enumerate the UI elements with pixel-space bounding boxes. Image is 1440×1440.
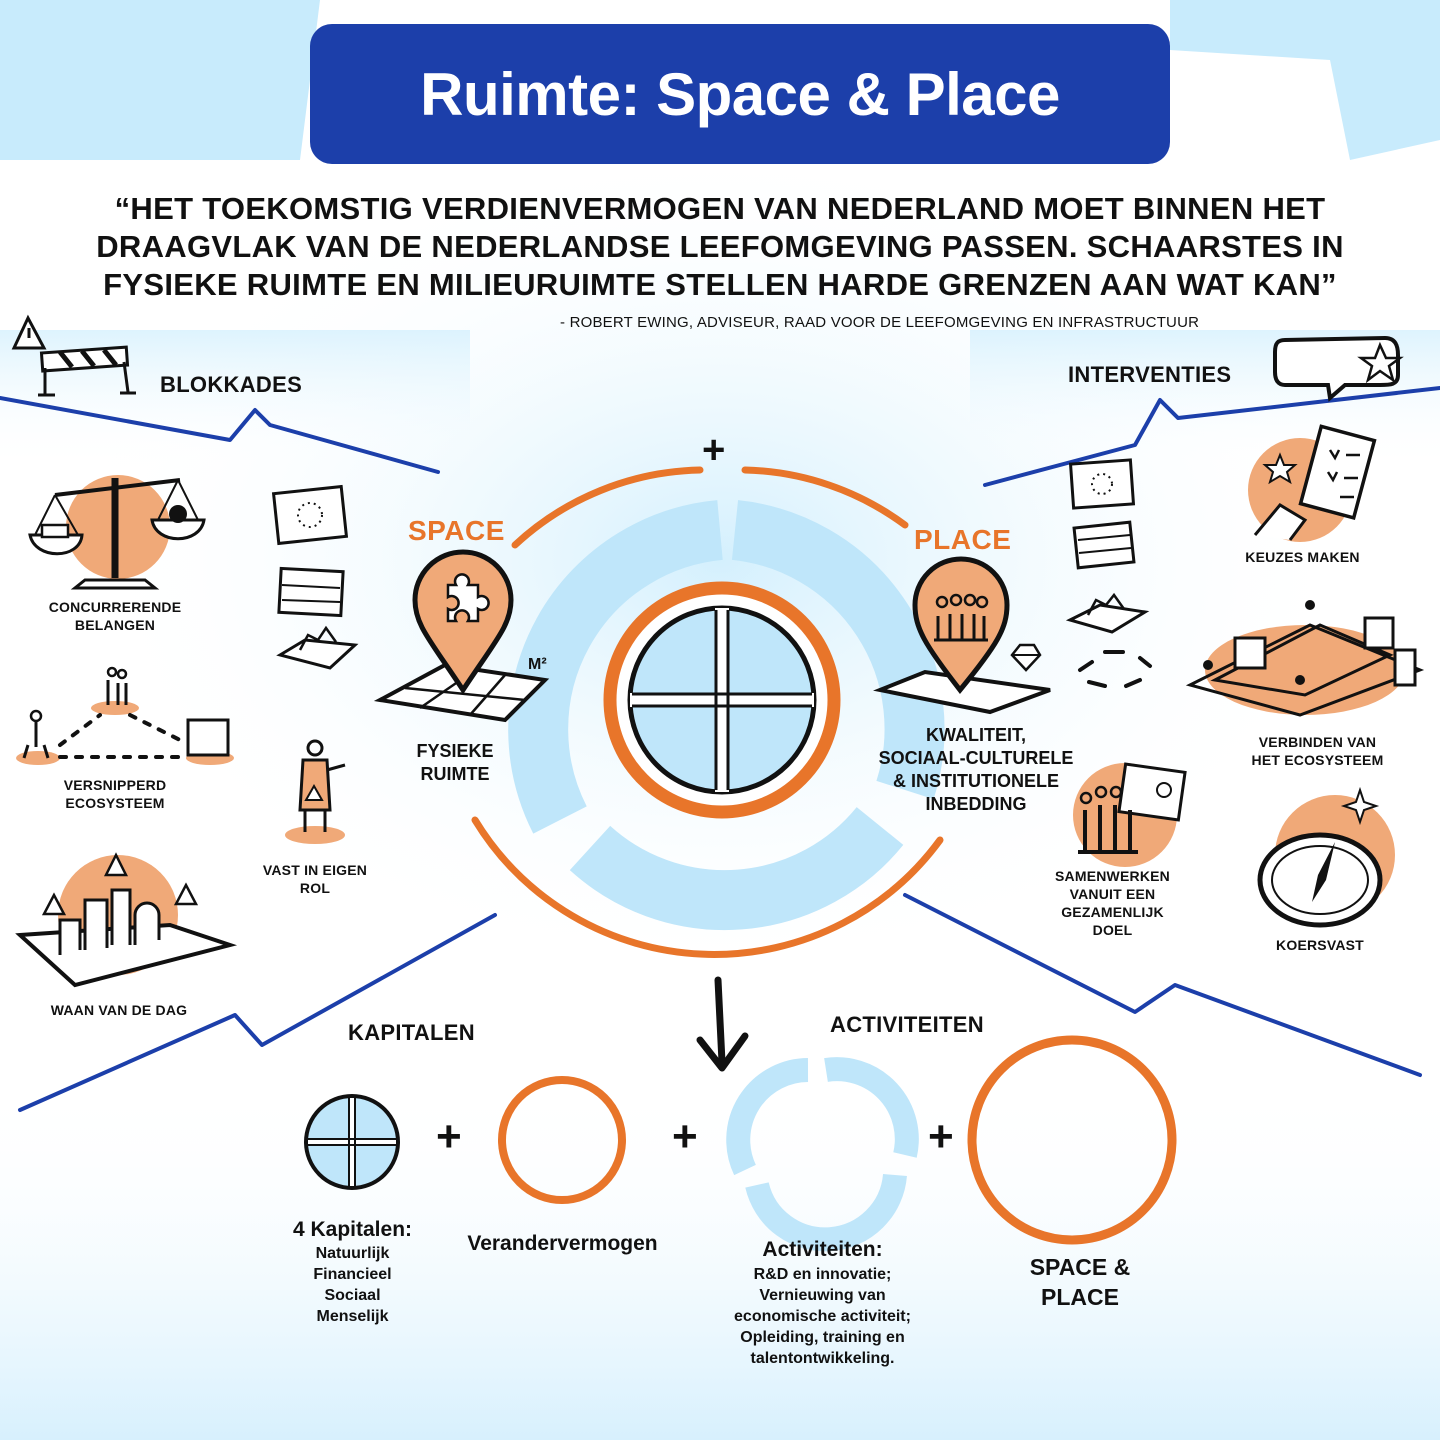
label-line: SOCIAAL-CULTURELE — [878, 748, 1074, 768]
zigzag-bottom-left — [18, 913, 497, 1112]
label-waan-van-de-dag: WAAN VAN DE DAG — [50, 1002, 188, 1018]
compass-icon — [1257, 786, 1395, 928]
title-banner: Ruimte: Space & Place — [310, 24, 1170, 164]
network-icon — [1185, 600, 1425, 717]
list-item: Opleiding, training en — [740, 1329, 905, 1346]
city-icon — [15, 852, 238, 988]
eu-flag-icon — [271, 484, 349, 546]
label-kwaliteit: KWALITEIT, SOCIAAL-CULTURELE & INSTITUTI… — [862, 724, 1090, 816]
label-concurrerende-belangen: CONCURRERENDE BELANGEN — [30, 598, 200, 634]
label-line: VERBINDEN VAN — [1258, 734, 1377, 750]
sky-shape-left — [0, 0, 320, 160]
label-space: SPACE — [408, 515, 505, 546]
down-arrow-icon — [696, 976, 749, 1072]
dashed-square-icon — [1078, 650, 1152, 688]
section-interventies: INTERVENTIES — [1068, 362, 1232, 387]
activiteiten-title: Activiteiten: — [762, 1238, 883, 1261]
label-m2: M² — [528, 656, 547, 673]
landscape-icon-right — [1065, 592, 1150, 634]
label-verbinden-ecosysteem: VERBINDEN VAN HET ECOSYSTEEM — [1230, 733, 1405, 769]
label-line: KWALITEIT, — [926, 725, 1026, 745]
page-title: Ruimte: Space & Place — [420, 60, 1060, 128]
plus-sign-2: + — [672, 1112, 698, 1161]
activiteiten-list: R&D en innovatie; Vernieuwing van econom… — [705, 1264, 940, 1369]
people-dots-icon — [16, 666, 234, 765]
list-item: Vernieuwing van — [759, 1287, 886, 1304]
label-line: VERSNIPPERD — [63, 777, 167, 793]
label-line: CONCURRERENDE — [48, 599, 182, 615]
label-line: ECOSYSTEEM — [65, 795, 165, 811]
kapitalen-window-icon — [304, 1094, 400, 1190]
kapitalen-title: 4 Kapitalen: — [292, 1218, 413, 1241]
activiteiten-ring — [726, 1057, 919, 1252]
verandervermogen-label: Verandervermogen — [467, 1232, 658, 1255]
list-item: talentontwikkeling. — [750, 1350, 895, 1367]
label-line: BELANGEN — [74, 617, 156, 633]
label-line: FYSIEKE — [416, 741, 494, 761]
eu-flag-icon-right — [1068, 458, 1136, 510]
list-item: economische activiteit; — [734, 1308, 911, 1325]
quote-line: FYSIEKE RUIMTE EN MILIEURUIMTE STELLEN H… — [103, 267, 1337, 302]
label-koersvast: KOERSVAST — [1276, 937, 1364, 953]
label-line: & INSTITUTIONELE — [893, 771, 1059, 791]
label-fysieke-ruimte: FYSIEKE RUIMTE — [390, 740, 520, 786]
space-place-label: SPACE & PLACE — [995, 1252, 1165, 1312]
zigzag-bottom-right — [903, 893, 1422, 1077]
list-item: Natuurlijk — [315, 1245, 390, 1262]
quote: “HET TOEKOMSTIG VERDIENVERMOGEN VAN NEDE… — [40, 190, 1400, 304]
label-line: INBEDDING — [925, 794, 1027, 814]
plus-sign-top: + — [702, 428, 726, 472]
quote-line: “HET TOEKOMSTIG VERDIENVERMOGEN VAN NEDE… — [114, 191, 1326, 226]
puzzle-pin-icon — [373, 549, 550, 723]
label-place: PLACE — [914, 524, 1012, 555]
barrier-icon — [11, 314, 136, 397]
zigzag-top-left — [0, 396, 440, 474]
label-line: RUIMTE — [420, 764, 490, 784]
space-place-ring — [967, 1035, 1177, 1245]
section-blokkades: BLOKKADES — [160, 372, 303, 397]
label-line: PLACE — [1041, 1284, 1119, 1310]
label-versnipperd-ecosysteem: VERSNIPPERD ECOSYSTEEM — [30, 776, 200, 812]
speech-bubble-star-icon — [1273, 335, 1404, 402]
collaboration-icon — [1073, 762, 1187, 867]
label-line: GEZAMENLIJK — [1061, 904, 1164, 920]
section-activiteiten: ACTIVITEITEN — [830, 1012, 984, 1037]
person-warning-icon — [285, 739, 346, 844]
label-line: HET ECOSYSTEEM — [1251, 752, 1384, 768]
quote-attribution: - ROBERT EWING, ADVISEUR, RAAD VOOR DE L… — [560, 314, 1200, 331]
kapitalen-list: Natuurlijk Financieel Sociaal Menselijk — [270, 1243, 435, 1327]
checklist-icon — [1248, 424, 1377, 542]
list-item: R&D en innovatie; — [753, 1266, 892, 1283]
label-samenwerken: SAMENWERKEN VANUIT EEN GEZAMENLIJK DOEL — [1040, 867, 1185, 939]
people-pin-icon — [873, 556, 1051, 715]
label-line: VAST IN EIGEN — [262, 862, 368, 878]
list-item: Sociaal — [324, 1287, 381, 1304]
plus-sign-1: + — [436, 1112, 462, 1161]
verandervermogen-ring — [498, 1076, 626, 1204]
center-wheel — [471, 466, 945, 958]
list-item: Menselijk — [316, 1308, 389, 1325]
landscape-icon — [276, 625, 359, 670]
quote-line: DRAAGVLAK VAN DE NEDERLANDSE LEEFOMGEVIN… — [96, 229, 1344, 264]
sky-shape-right — [1170, 0, 1440, 160]
plus-sign-3: + — [928, 1112, 954, 1161]
label-line: SPACE & — [1029, 1254, 1131, 1280]
zigzag-top-right — [983, 386, 1440, 487]
dutch-flag-icon — [277, 566, 345, 618]
label-line: DOEL — [1092, 922, 1133, 938]
label-vast-in-eigen-rol: VAST IN EIGEN ROL — [245, 861, 385, 897]
label-line: ROL — [299, 880, 331, 896]
scales-icon — [28, 475, 206, 590]
dutch-flag-icon-right — [1072, 520, 1136, 570]
diamond-icon — [1010, 643, 1042, 672]
label-line: SAMENWERKEN — [1055, 868, 1170, 884]
label-keuzes-maken: KEUZES MAKEN — [1245, 549, 1360, 565]
list-item: Financieel — [313, 1266, 392, 1283]
label-line: VANUIT EEN — [1069, 886, 1156, 902]
section-kapitalen: KAPITALEN — [348, 1020, 475, 1045]
